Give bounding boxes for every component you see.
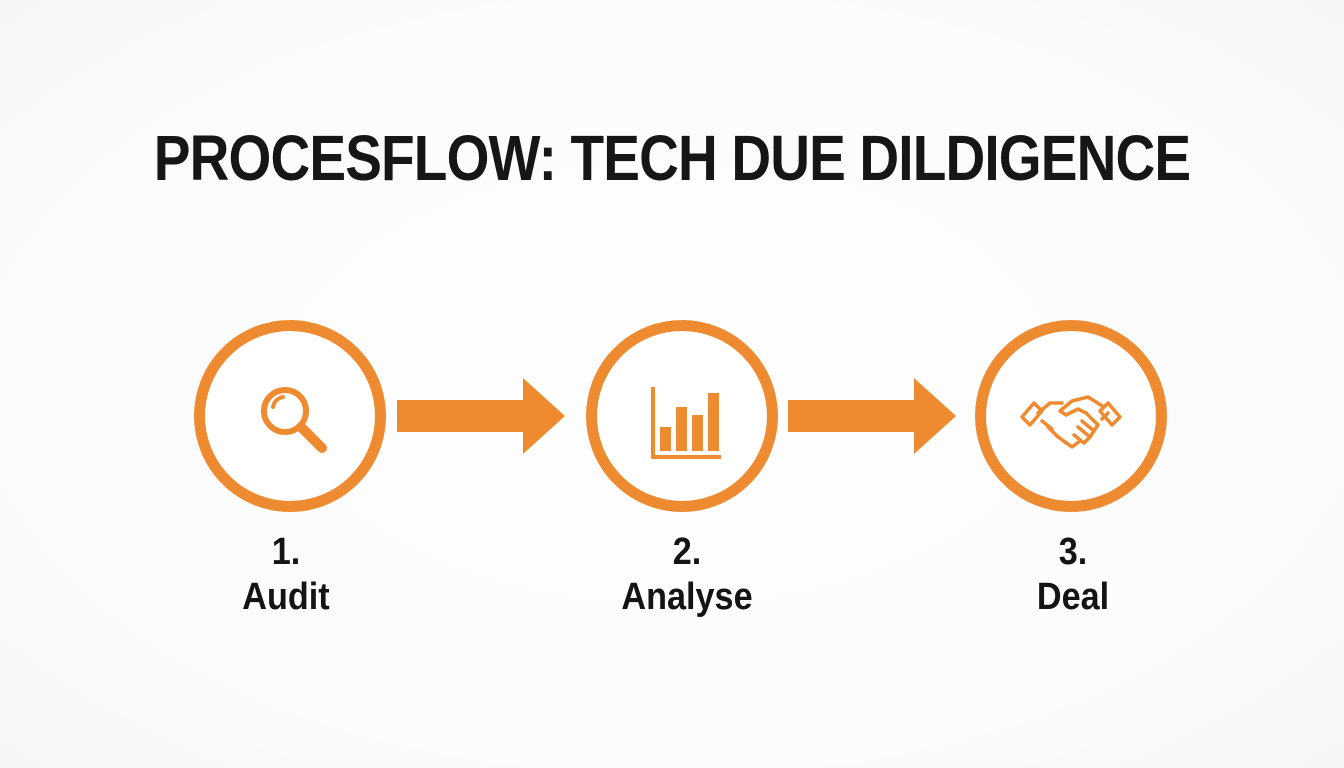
step-number-2: 2. [672, 531, 702, 573]
diagram-title: PROCESFLOW: TECH DUE DILDIGENCE [153, 122, 1191, 194]
step-circle-deal [975, 320, 1167, 512]
step-number-1: 1. [271, 531, 301, 573]
handshake-icon [1020, 395, 1122, 449]
bar-chart-icon [651, 387, 721, 459]
step-label-deal: Deal [1036, 576, 1110, 618]
step-circle-audit [194, 320, 386, 512]
step-number-3: 3. [1058, 531, 1088, 573]
flow-arrow-1 [397, 378, 565, 454]
step-circle-analyse [586, 320, 778, 512]
step-label-audit: Audit [242, 576, 330, 618]
magnifying-glass-icon [261, 387, 327, 453]
flow-arrow-2 [788, 378, 956, 454]
step-label-analyse: Analyse [621, 576, 753, 618]
